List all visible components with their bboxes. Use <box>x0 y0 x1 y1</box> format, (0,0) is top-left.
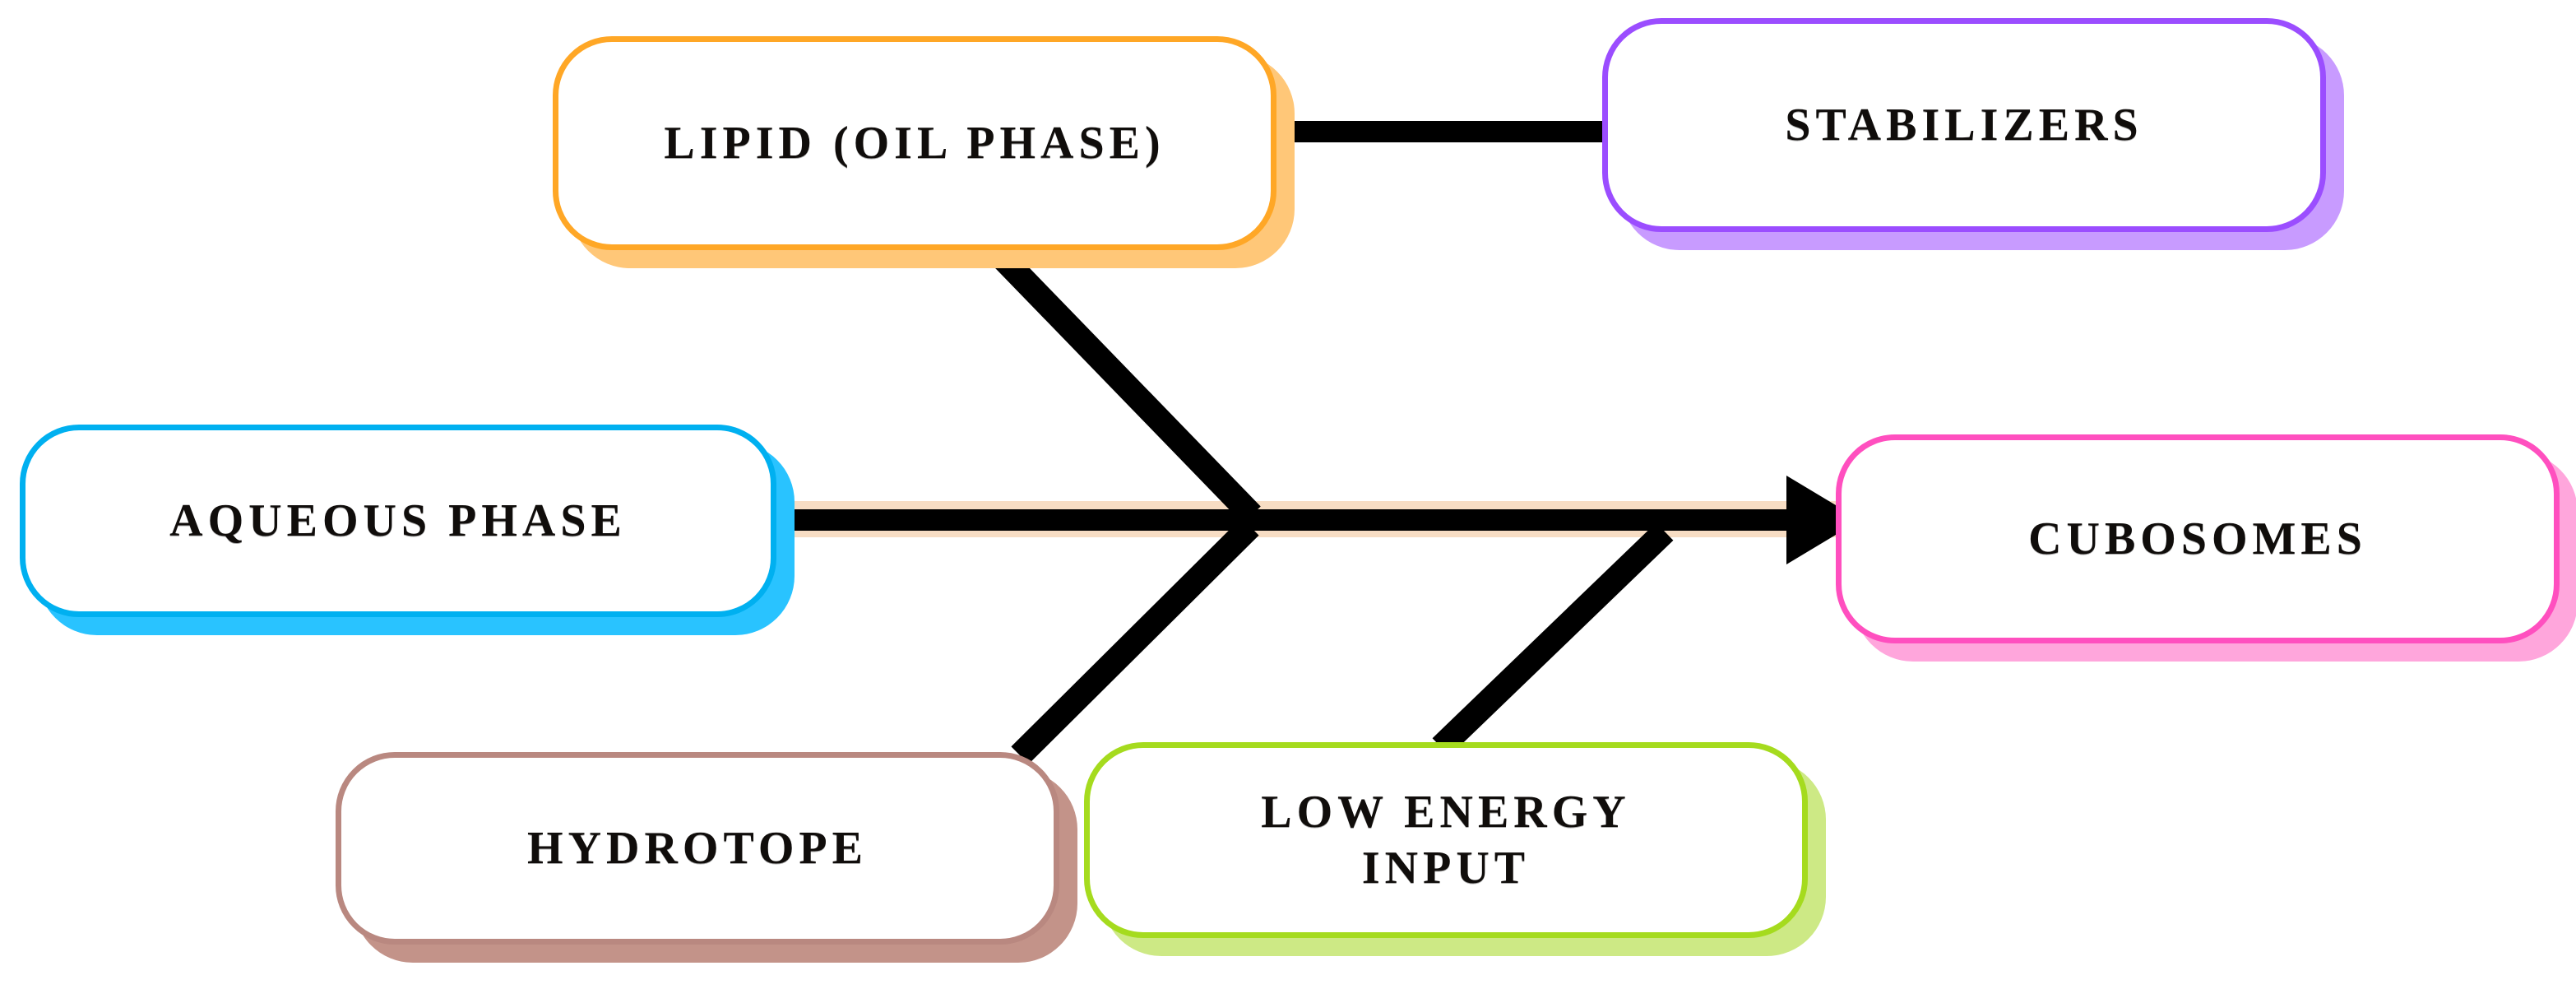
node-face: LIPID (OIL PHASE) <box>553 36 1276 250</box>
node-face: CUBOSOMES <box>1836 434 2560 643</box>
connector-lipid-branch <box>980 234 1261 524</box>
node-lipid-oil-phase[interactable]: LIPID (OIL PHASE) <box>553 36 1295 268</box>
node-label: AQUEOUS PHASE <box>169 494 627 546</box>
node-low-energy-input[interactable]: LOW ENERGY INPUT <box>1084 742 1826 956</box>
node-face: AQUEOUS PHASE <box>20 425 776 617</box>
node-hydrotope[interactable]: HYDROTOPE <box>336 752 1077 963</box>
node-stabilizers[interactable]: STABILIZERS <box>1602 18 2344 250</box>
arrowhead-icon <box>1786 476 1860 564</box>
node-label: LOW ENERGY INPUT <box>1261 786 1631 894</box>
node-label: LIPID (OIL PHASE) <box>664 117 1165 169</box>
node-label: STABILIZERS <box>1785 99 2143 151</box>
connector-hydrotope-branch <box>1011 518 1259 764</box>
node-cubosomes[interactable]: CUBOSOMES <box>1836 434 2576 662</box>
connector-lowenergy-branch <box>1432 522 1674 756</box>
node-face: HYDROTOPE <box>336 752 1059 945</box>
node-label: HYDROTOPE <box>527 822 868 874</box>
node-face: STABILIZERS <box>1602 18 2326 232</box>
node-face: LOW ENERGY INPUT <box>1084 742 1808 938</box>
node-label: CUBOSOMES <box>2028 513 2367 564</box>
node-aqueous-phase[interactable]: AQUEOUS PHASE <box>20 425 795 635</box>
